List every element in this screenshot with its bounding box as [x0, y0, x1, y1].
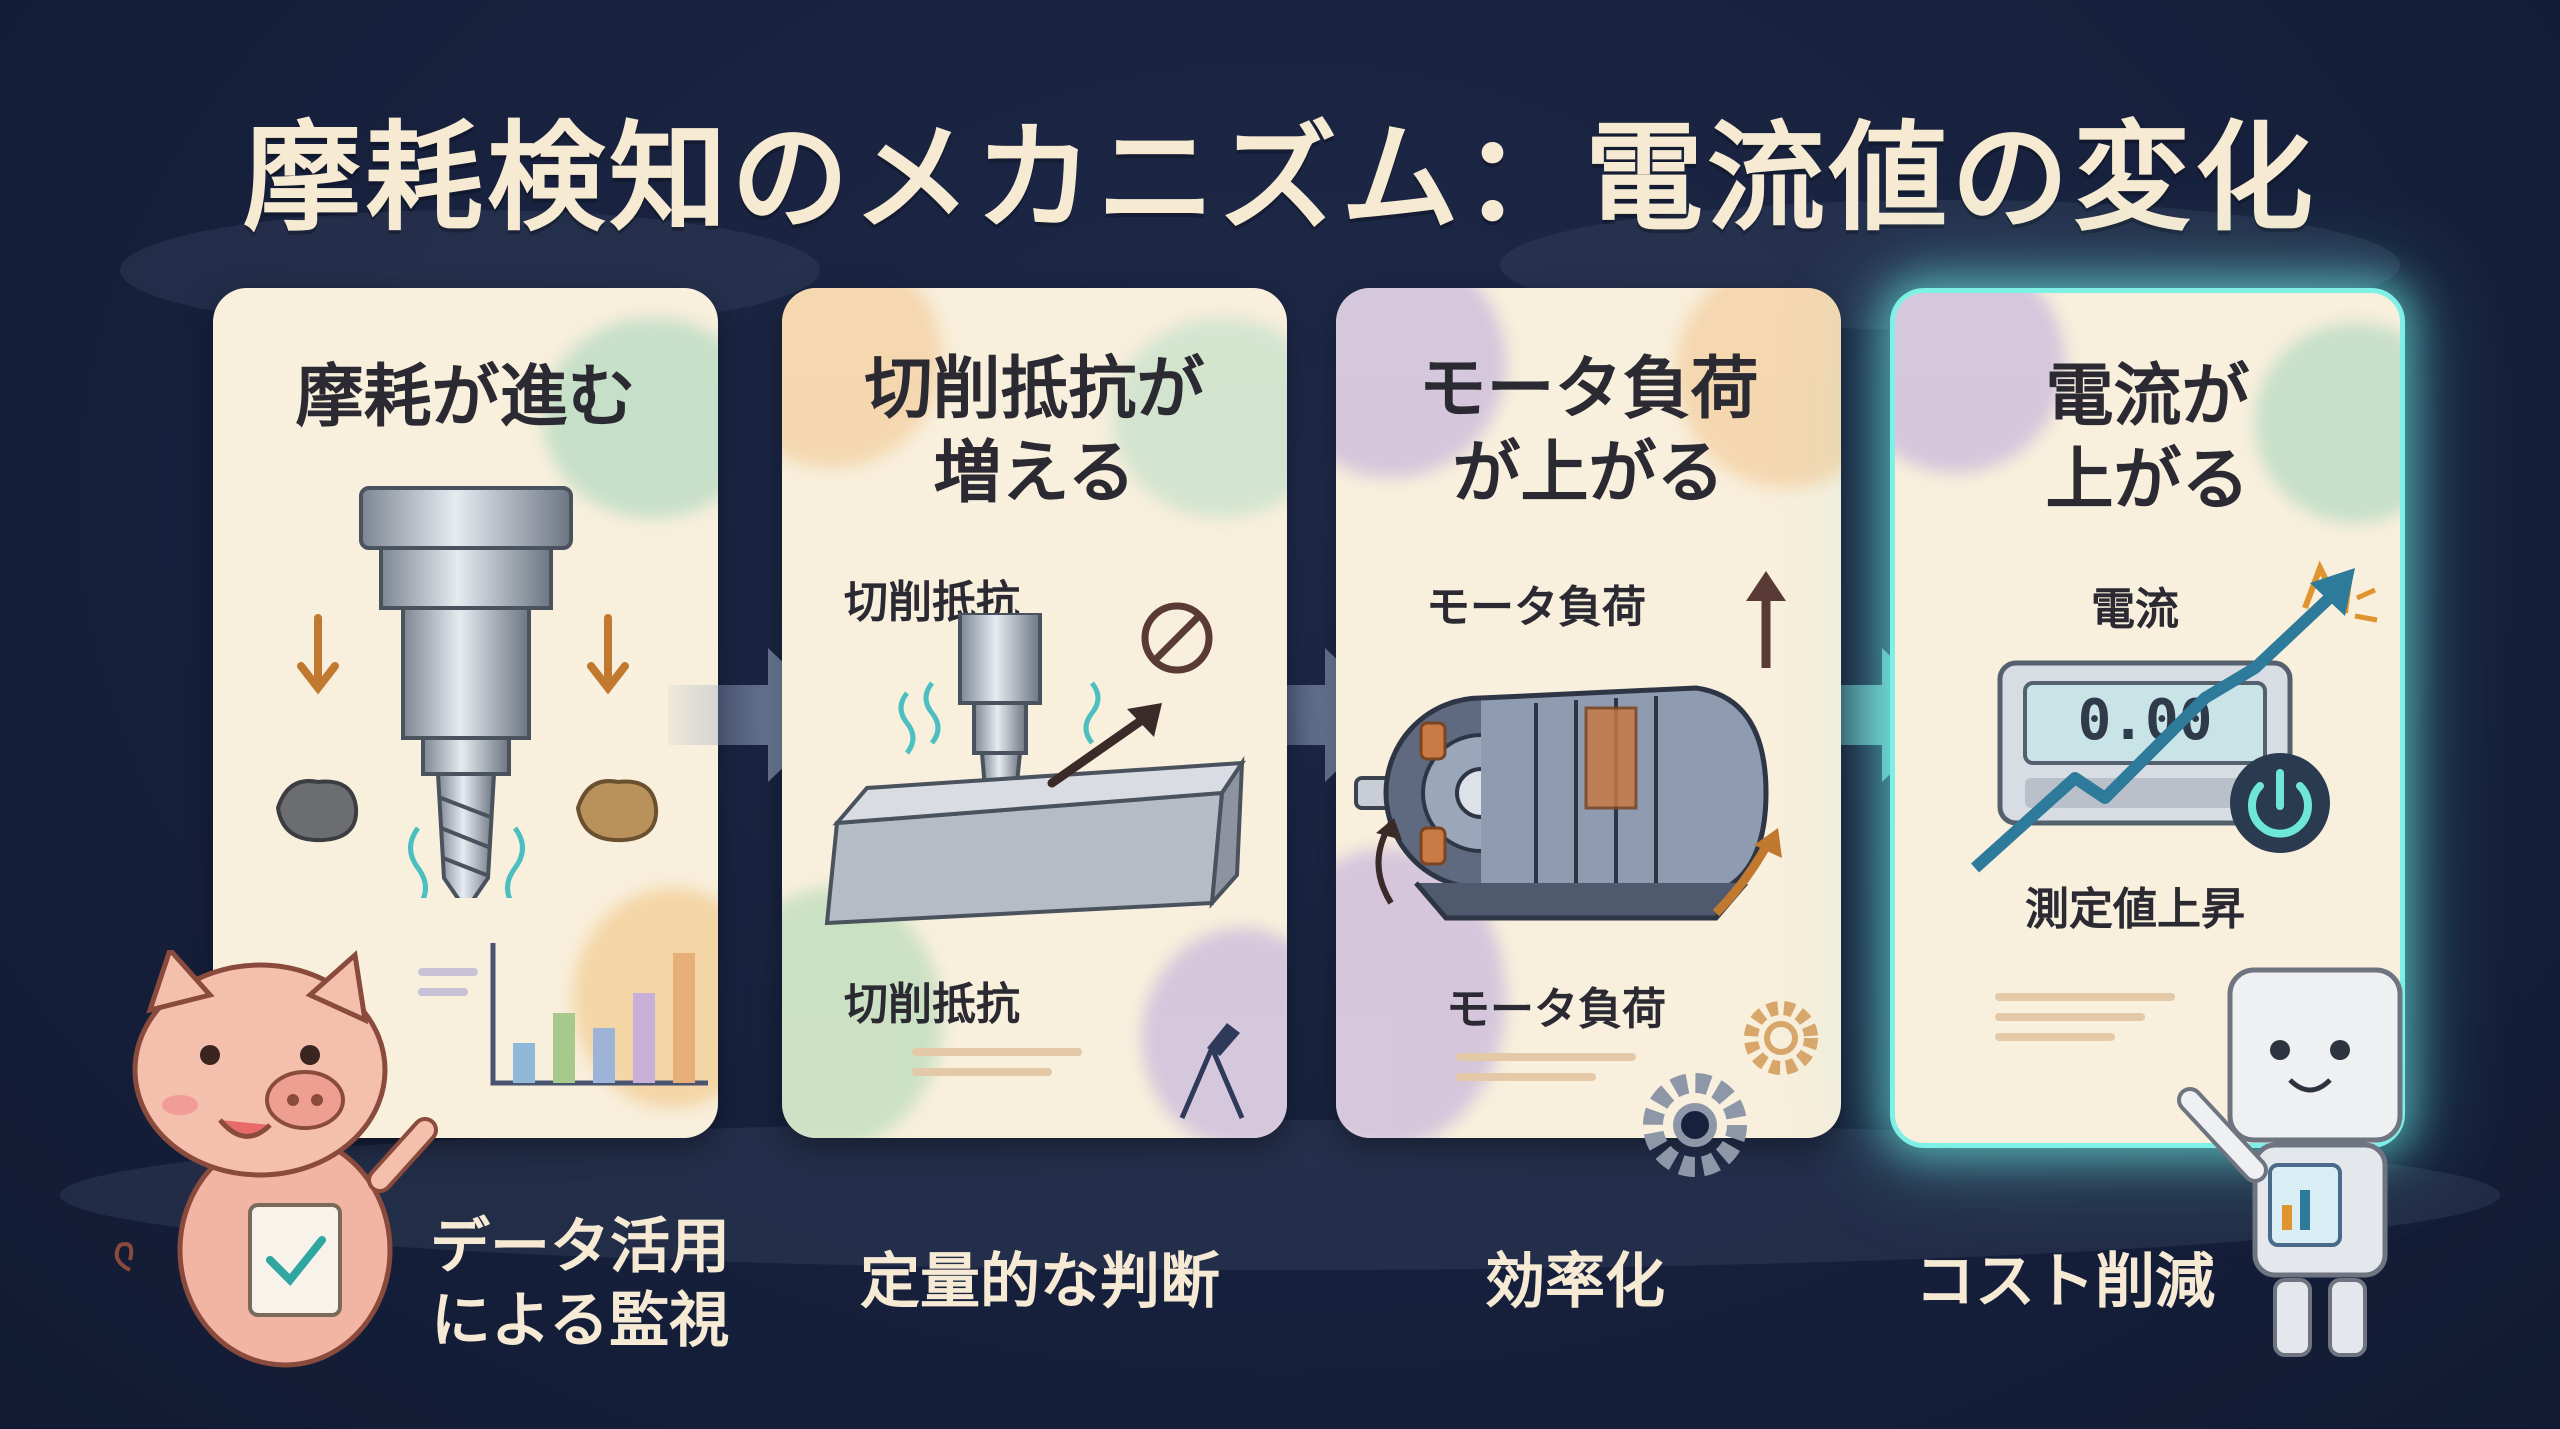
step-card-motor-load: モータ負荷 が上がる モータ負荷 モータ負荷 [1336, 288, 1841, 1138]
decor-line [1456, 1053, 1636, 1061]
decor-line [912, 1068, 1052, 1076]
page-title: 摩耗検知のメカニズム：電流値の変化 [0, 82, 2560, 253]
benefit-label-monitoring: データ活用 による監視 [380, 1210, 780, 1358]
gear-icon [1630, 1060, 1760, 1190]
bar-chart-icon [483, 933, 713, 1093]
benefit-line: データ活用 [380, 1210, 780, 1284]
robot-mascot-icon [2160, 950, 2420, 1370]
measurement-rise-label: 測定値上昇 [1995, 873, 2275, 937]
motor-label-top: モータ負荷 [1376, 571, 1696, 635]
step-card-resistance: 切削抵抗が 増える 切削抵抗 切削抵抗 [782, 288, 1287, 1138]
pen-tool-icon [1162, 1008, 1262, 1128]
benefit-line: による監視 [380, 1284, 780, 1358]
benefit-label-quantitative: 定量的な判断 [800, 1245, 1280, 1319]
step-title: 切削抵抗が 増える [782, 348, 1287, 516]
motor-label-bottom: モータ負荷 [1396, 973, 1716, 1037]
step-title-line: が上がる [1336, 432, 1841, 516]
step-title: 摩耗が進む [213, 356, 718, 440]
power-icon [2225, 748, 2335, 858]
pig-mascot-icon [110, 950, 440, 1370]
no-wrench-icon [1132, 593, 1222, 683]
step-title-line: 切削抵抗が [782, 348, 1287, 432]
decor-line [1456, 1073, 1596, 1081]
step-title-line: モータ負荷 [1336, 348, 1841, 432]
step-title: 電流が 上がる [1895, 355, 2400, 523]
decor-line [1995, 1033, 2115, 1041]
step-title: モータ負荷 が上がる [1336, 348, 1841, 516]
step-title-line: 電流が [1895, 355, 2400, 439]
decor-line [1995, 1013, 2145, 1021]
decor-line [912, 1048, 1082, 1056]
debris-icon [568, 768, 668, 848]
decor-line [1995, 993, 2175, 1001]
debris-icon [268, 768, 368, 848]
up-arrow-icon [1736, 563, 1796, 673]
up-right-arrow-icon [1706, 823, 1796, 923]
step-title-line: 上がる [1895, 439, 2400, 523]
benefit-label-efficiency: 効率化 [1400, 1245, 1750, 1319]
step-title-line: 増える [782, 432, 1287, 516]
resistance-label-bottom: 切削抵抗 [782, 968, 1082, 1032]
